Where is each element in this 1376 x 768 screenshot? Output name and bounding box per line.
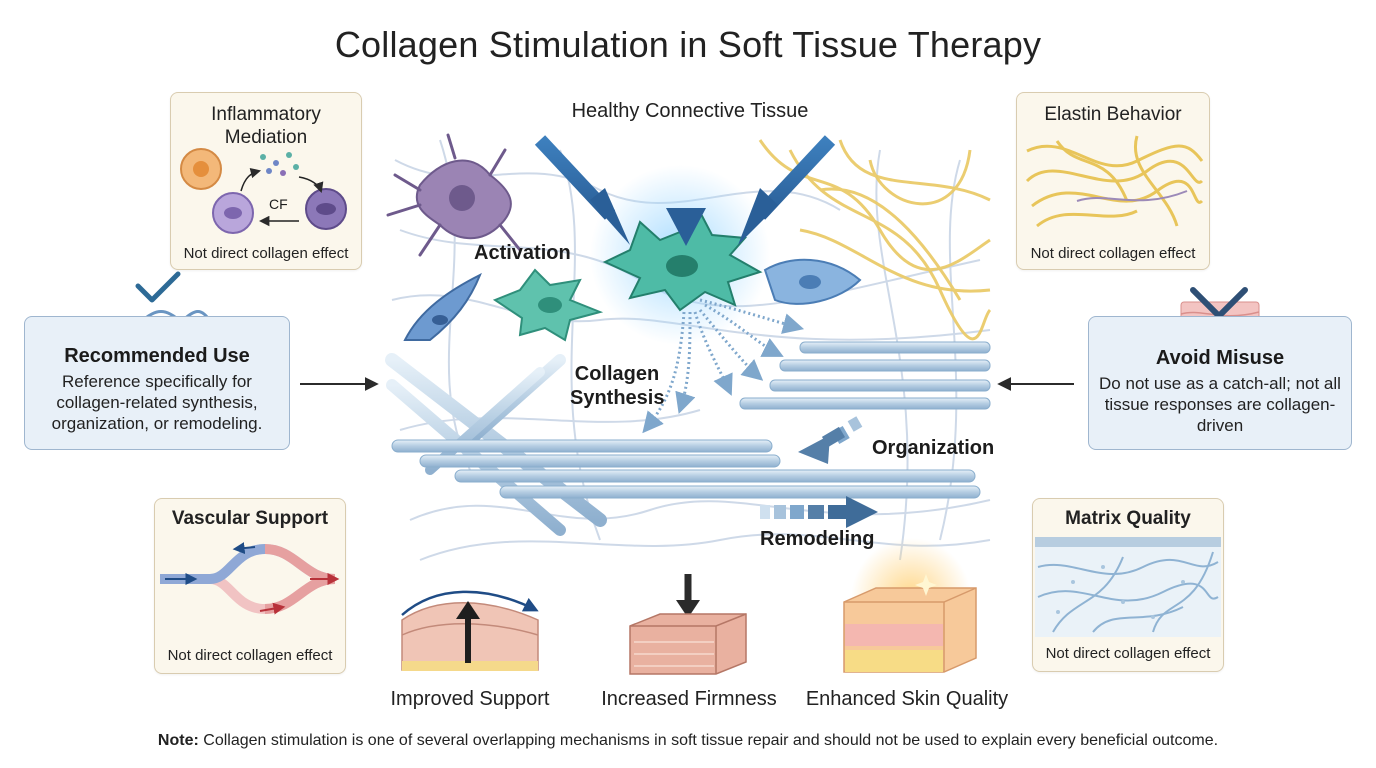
- increased-firmness-icon: [629, 574, 747, 675]
- vascular-footer: Not direct collagen effect: [167, 647, 333, 664]
- inflammatory-title-line1: Inflammatory: [211, 104, 321, 125]
- note-label: Note:: [157, 732, 199, 749]
- recommended-use-box: Recommended Use Reference specifically f…: [24, 316, 290, 450]
- elastin-footer: Not direct collagen effect: [1030, 245, 1196, 262]
- avoid-misuse-title: Avoid Misuse: [1155, 347, 1285, 369]
- enhanced-skin-quality-icon: [843, 538, 977, 673]
- page-title: Collagen Stimulation in Soft Tissue Ther…: [334, 24, 1042, 65]
- fibroblast-small: [492, 268, 604, 342]
- collagen-synthesis-label: Collagen Synthesis: [570, 362, 664, 410]
- spindle-cell-left: [403, 272, 482, 341]
- blood-vessel-graphic: [160, 542, 340, 615]
- dendritic-cell: [386, 133, 522, 257]
- avoid-misuse-box: Avoid Misuse Do not use as a catch-all; …: [1088, 316, 1352, 450]
- elastin-title: Elastin Behavior: [1044, 104, 1182, 125]
- collagen-synthesis-line1: Collagen: [574, 363, 660, 385]
- healthy-tissue-label: Healthy Connective Tissue: [571, 100, 809, 122]
- activation-label: Activation: [474, 242, 571, 264]
- fibroblast-central: [602, 209, 763, 312]
- inflammatory-mediation-card: Inflammatory Mediation CF Not direct col…: [170, 92, 362, 270]
- matrix-title: Matrix Quality: [1065, 508, 1191, 529]
- synthesis-strands: [642, 298, 805, 434]
- improved-support-label: Improved Support: [390, 688, 550, 710]
- avoid-misuse-body: Do not use as a catch-all; not all tissu…: [1099, 374, 1341, 435]
- matrix-graphic: [1035, 537, 1221, 637]
- horizontal-collagen-fibers: [391, 341, 991, 499]
- recommended-use-body: Reference specifically for collagen-rela…: [51, 372, 263, 433]
- increased-firmness-label: Increased Firmness: [601, 688, 777, 710]
- inflammatory-cells-graphic: [180, 148, 347, 234]
- elastin-fibers-graphic: [1025, 135, 1204, 228]
- matrix-footer: Not direct collagen effect: [1045, 645, 1211, 662]
- remodeling-arrow: [760, 496, 878, 528]
- cf-label: CF: [269, 196, 288, 212]
- elastin-behavior-card: Elastin Behavior Not direct collagen eff…: [1016, 92, 1210, 270]
- note-text: Collagen stimulation is one of several o…: [203, 732, 1219, 749]
- improved-support-icon: [401, 590, 539, 671]
- spindle-cell-right: [763, 258, 862, 305]
- remodeling-label: Remodeling: [760, 528, 875, 550]
- inflammatory-footer: Not direct collagen effect: [183, 245, 349, 262]
- vascular-support-card: Vascular Support Not direct collagen eff…: [154, 498, 346, 674]
- organization-arrow: [798, 416, 863, 464]
- matrix-quality-card: Matrix Quality Not direct collagen effec…: [1032, 498, 1224, 672]
- activation-arrows: [534, 135, 836, 246]
- footnote: Note: Collagen stimulation is one of sev…: [0, 732, 1376, 750]
- inflammatory-title: Inflammatory Mediation: [171, 103, 361, 149]
- inflammatory-title-line2: Mediation: [224, 127, 308, 148]
- vascular-title: Vascular Support: [171, 508, 329, 529]
- organization-label: Organization: [872, 437, 995, 459]
- collagen-synthesis-line2: Synthesis: [570, 387, 665, 409]
- enhanced-skin-quality-label: Enhanced Skin Quality: [805, 688, 1009, 710]
- recommended-use-title: Recommended Use: [64, 345, 250, 367]
